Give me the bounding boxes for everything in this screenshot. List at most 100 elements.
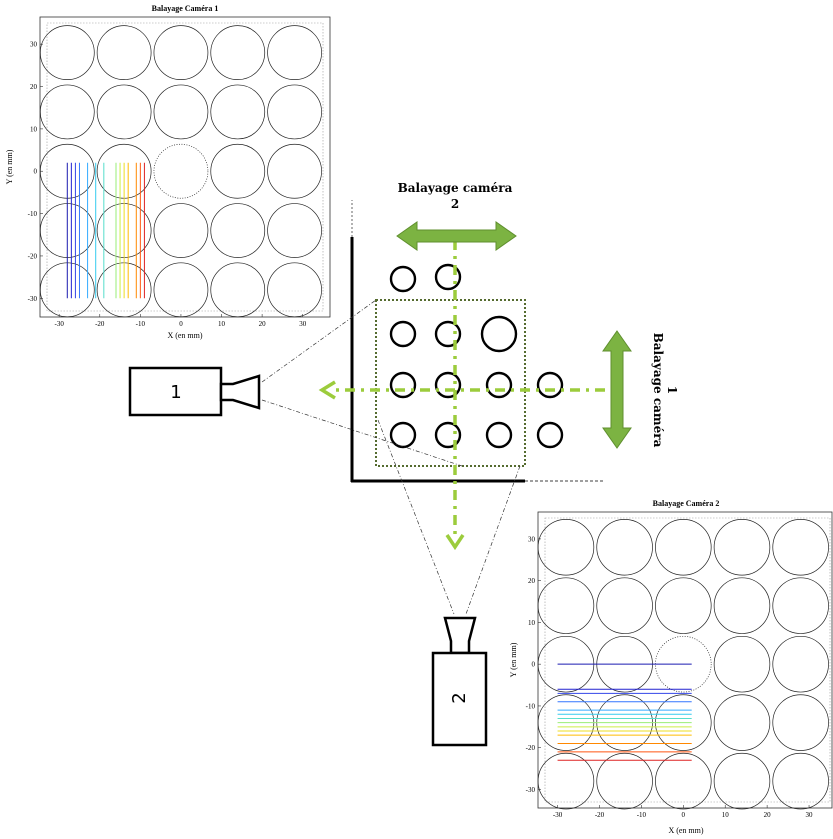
y-tick-label: 30 — [30, 41, 38, 49]
sample-circle — [713, 752, 771, 810]
camera-1-fov-line — [261, 399, 463, 467]
x-tick-label: -30 — [553, 811, 563, 819]
sample-circle — [434, 263, 462, 291]
camera-1-label: 1 — [170, 382, 181, 403]
sample-circle — [389, 421, 417, 449]
y-tick-label: 20 — [528, 577, 536, 585]
sample-circle — [772, 519, 829, 576]
scan-label-camera-1-group: Balayage caméra 1 — [651, 333, 679, 448]
camera-2-fov-line — [465, 465, 521, 615]
sample-circle — [267, 203, 322, 258]
sample-circle — [713, 694, 771, 751]
x-tick-label: 10 — [722, 811, 730, 819]
sample-circle — [537, 519, 595, 576]
scan-path-camera-1-arrowhead — [318, 380, 336, 400]
scan-path-camera-2-arrowhead — [445, 534, 465, 551]
sample-circle — [655, 577, 712, 634]
camera-2-fov-line — [377, 419, 455, 615]
scan-label-camera-1: Balayage caméra — [651, 333, 665, 448]
sample-circle — [210, 84, 266, 140]
sample-circle — [596, 519, 653, 576]
sample-circle — [596, 577, 653, 634]
camera-1-body — [128, 366, 223, 417]
camera-1-lens — [219, 374, 261, 410]
plot2-frame — [537, 511, 833, 809]
camera-1-fov — [261, 299, 463, 467]
sample-circle — [655, 519, 712, 576]
camera-2-icon: 2 — [431, 616, 488, 747]
sample-circle — [713, 635, 771, 693]
plot2-ylabel: Y (en mm) — [509, 642, 518, 677]
y-tick-label: -20 — [526, 744, 536, 752]
sample-circle — [772, 635, 829, 693]
sample-circle — [389, 320, 417, 348]
sample-circle — [267, 262, 322, 318]
plot2-title: Balayage Caméra 2 — [653, 499, 720, 508]
y-tick-label: -20 — [28, 252, 38, 260]
sample-circle — [210, 25, 266, 80]
camera-1-fov-line — [261, 299, 377, 383]
camera-2-body — [431, 651, 488, 747]
sample-circle-large — [480, 315, 518, 353]
sample-circle — [96, 25, 152, 80]
empty-position-circle — [153, 143, 209, 199]
sample-circle — [434, 421, 462, 449]
sample-circle — [389, 265, 417, 293]
y-tick-label: -10 — [28, 210, 38, 218]
sample-circle — [536, 421, 564, 449]
sample-circle — [153, 84, 209, 140]
x-tick-label: -30 — [55, 320, 65, 328]
plot2-scan-lines — [557, 663, 692, 761]
sample-circle — [39, 84, 95, 140]
sample-circle — [210, 203, 266, 258]
y-tick-label: -10 — [526, 702, 536, 710]
sample-circle — [96, 84, 152, 140]
scan-label-camera-2: Balayage caméra — [398, 181, 513, 195]
sample-circle — [434, 371, 462, 399]
x-tick-label: -10 — [637, 811, 647, 819]
y-tick-label: 0 — [34, 168, 38, 176]
plot1-title: Balayage Caméra 1 — [152, 4, 219, 13]
sample-circle — [210, 143, 266, 199]
plot1-scan-lines — [66, 162, 145, 299]
schematic: Balayage caméra 2 Balayage caméra 1 1 2 — [128, 181, 679, 747]
sample-circle — [267, 143, 322, 199]
plot1-xlabel: X (en mm) — [167, 331, 202, 340]
sample-circle — [536, 371, 564, 399]
camera-2-fov — [377, 419, 521, 615]
camera-2-lens — [443, 616, 477, 655]
x-tick-label: -20 — [95, 320, 105, 328]
plot2-inner-border — [544, 517, 831, 803]
x-tick-label: 20 — [764, 811, 772, 819]
y-tick-label: -30 — [526, 786, 536, 794]
plot1-ylabel: Y (en mm) — [5, 149, 14, 184]
plot2-circles — [537, 519, 829, 810]
scan-label-camera-2-number: 2 — [451, 197, 459, 211]
sample-circle — [596, 752, 653, 810]
sample-circle — [713, 519, 771, 576]
x-tick-label: 30 — [299, 320, 307, 328]
sample-circle — [772, 694, 829, 751]
sample-circle — [267, 25, 322, 80]
y-tick-label: 10 — [528, 619, 536, 627]
y-tick-label: 10 — [30, 125, 38, 133]
x-tick-label: 0 — [682, 811, 686, 819]
empty-position-circle — [655, 635, 712, 693]
sample-circle — [537, 752, 595, 810]
x-tick-label: -10 — [136, 320, 146, 328]
plot1-inner-border — [46, 22, 324, 312]
x-tick-label: -20 — [595, 811, 605, 819]
scan-label-camera-1-number: 1 — [665, 386, 679, 394]
sample-circle — [153, 203, 209, 258]
plot1-frame — [39, 16, 331, 318]
y-tick-label: 30 — [528, 535, 536, 543]
scan-region-box — [375, 299, 526, 467]
sample-circle — [772, 577, 829, 634]
